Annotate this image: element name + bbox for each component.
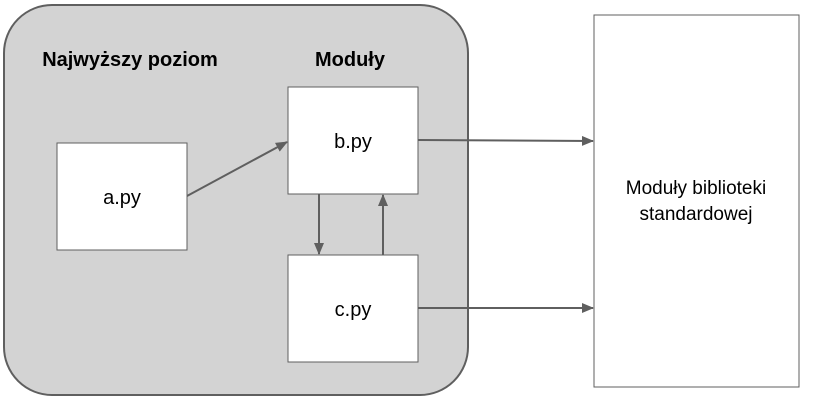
file-label-a: a.py	[103, 187, 141, 209]
arrow-a-to-b	[186, 141, 288, 197]
stdlib-box	[593, 14, 800, 388]
file-label-c: c.py	[335, 299, 372, 321]
stdlib-label-line1: Moduły biblioteki	[626, 178, 766, 199]
file-box-a	[56, 142, 188, 251]
arrow-b-to-stdlib	[417, 135, 594, 146]
stdlib-label-line2: standardowej	[639, 204, 752, 225]
top-level-label: Najwyższy poziom	[42, 49, 218, 71]
file-label-b: b.py	[334, 131, 372, 153]
file-box-c	[287, 254, 419, 363]
modules-label: Moduły	[315, 49, 386, 71]
file-box-b	[287, 86, 419, 195]
